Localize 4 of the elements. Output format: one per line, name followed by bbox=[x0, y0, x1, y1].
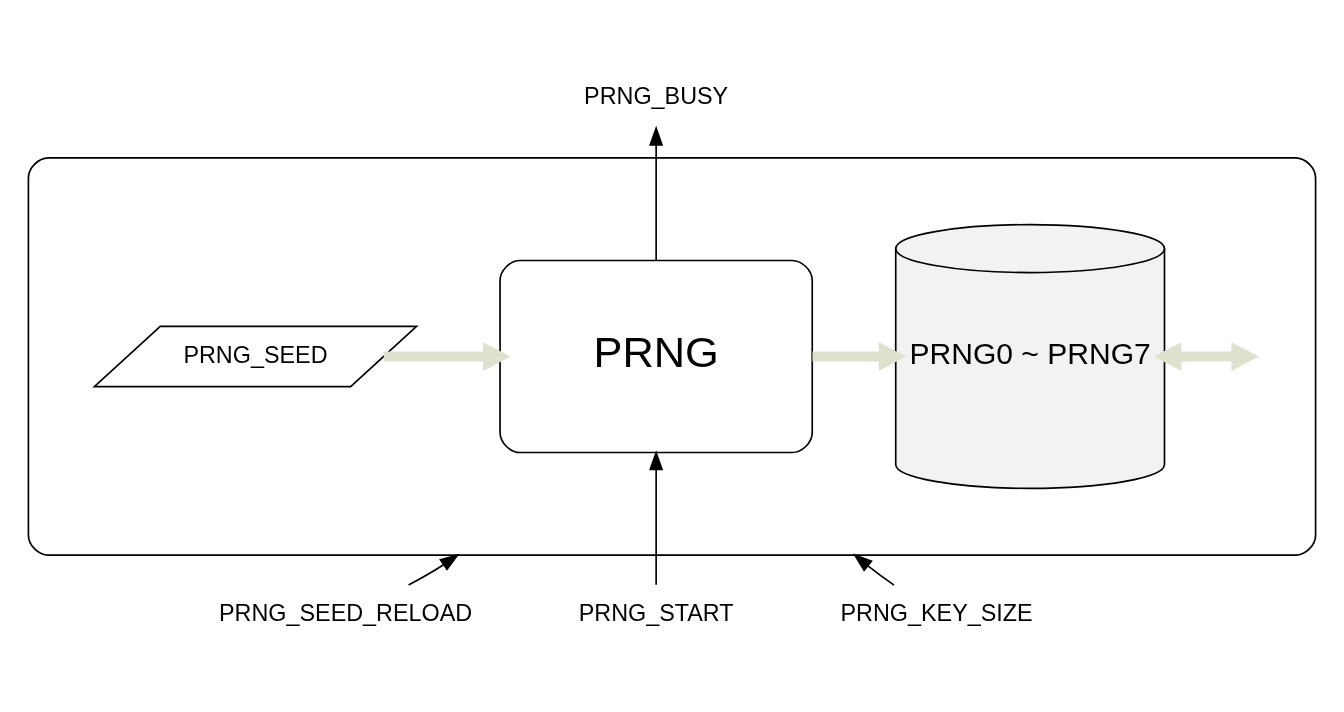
node-text: PRNG_START bbox=[578, 599, 734, 626]
node-text: PRNG_SEED_RELOAD bbox=[219, 599, 473, 626]
node-text: PRNG_BUSY bbox=[584, 82, 729, 109]
node-text: PRNG_KEY_SIZE bbox=[840, 599, 1033, 626]
